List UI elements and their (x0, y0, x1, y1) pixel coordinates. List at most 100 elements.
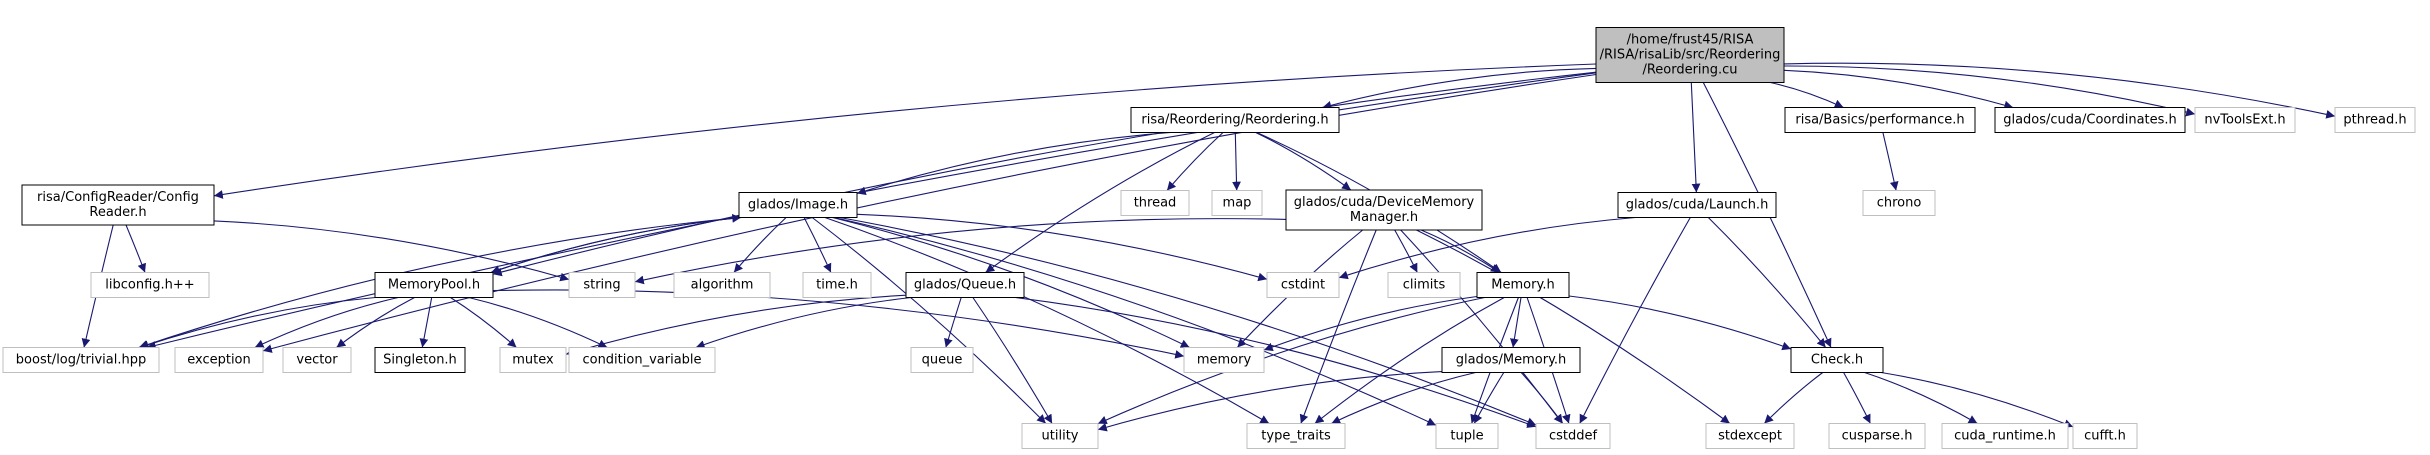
node-box (174, 347, 264, 373)
node-box (1120, 190, 1190, 216)
node-box (21, 184, 215, 226)
node-box (802, 272, 872, 298)
edge-image_h-to-time_h (803, 217, 832, 273)
edge-check_h-to-cufft_h (1881, 371, 2074, 428)
node-chrono: chrono (1862, 190, 1936, 216)
edge-devicememorymanager_h-to-string (634, 218, 1287, 285)
edge-reordering_cu-to-exception (262, 73, 1597, 353)
node-memory-h[interactable]: Memory.h (1476, 272, 1570, 298)
node-box (2072, 423, 2138, 449)
node-label: /Reordering.cu (1642, 63, 1737, 78)
node-stdexcept: stdexcept (1705, 423, 1795, 449)
node-label: map (1223, 196, 1252, 211)
edge-glados_memory_h-to-utility (1097, 371, 1443, 432)
node-glados-memory-h[interactable]: glados/Memory.h (1441, 347, 1581, 373)
node-map: map (1211, 190, 1263, 216)
node-label: /RISA/risaLib/src/Reordering (1600, 48, 1781, 63)
node-label: string (583, 278, 620, 293)
edge-memory_h-to-type_traits (1314, 297, 1505, 424)
edge-glados_memory_h-to-tuple (1473, 372, 1505, 424)
node-launch-h[interactable]: glados/cuda/Launch.h (1617, 192, 1777, 218)
edge-memory_h-to-memory (1263, 295, 1478, 352)
node-time-h: time.h (802, 272, 872, 298)
node-box (1595, 27, 1785, 83)
node-box (1211, 190, 1263, 216)
edge-reordering_cu-to-performance_h (1770, 81, 1844, 108)
node-thread: thread (1120, 190, 1190, 216)
edge-image_h-to-memory (832, 216, 1190, 348)
node-label: glados/cuda/Launch.h (1626, 198, 1769, 213)
node-box (905, 272, 1025, 298)
node-cuda-runtime-h: cuda_runtime.h (1941, 423, 2069, 449)
node-coordinates-h[interactable]: glados/cuda/Coordinates.h (1994, 107, 2186, 133)
node-box (1535, 423, 1611, 449)
node-configreader-h[interactable]: risa/ConfigReader/ConfigReader.h (21, 184, 215, 226)
edge-memorypool_h-to-mutex (450, 297, 517, 348)
node-box (374, 272, 494, 298)
node-reordering-h[interactable]: risa/Reordering/Reordering.h (1130, 107, 1340, 133)
node-label: cstddef (1549, 429, 1598, 444)
edge-reordering_h-to-map (1232, 132, 1241, 191)
node-label: risa/Basics/performance.h (1795, 113, 1964, 128)
node-label: glados/Image.h (748, 198, 848, 213)
nodes-layer: /home/frust45/RISA/RISA/risaLib/src/Reor… (2, 27, 2416, 449)
node-box (1705, 423, 1795, 449)
node-algorithm: algorithm (673, 272, 771, 298)
node-label: Reader.h (89, 205, 146, 220)
node-vector: vector (282, 347, 352, 373)
node-mutex: mutex (499, 347, 567, 373)
node-box (1476, 272, 1570, 298)
edge-reordering_h-to-thread (1166, 132, 1224, 191)
edge-reordering_h-to-queue_h (985, 132, 1215, 273)
node-nvtoolsext-h: nvToolsExt.h (2194, 107, 2296, 133)
node-label: Check.h (1811, 353, 1863, 368)
node-performance-h[interactable]: risa/Basics/performance.h (1784, 107, 1976, 133)
edge-reordering_cu-to-reordering_h (1322, 67, 1597, 110)
node-check-h[interactable]: Check.h (1790, 347, 1884, 373)
node-memorypool-h[interactable]: MemoryPool.h (374, 272, 494, 298)
node-label: nvToolsExt.h (2204, 113, 2285, 128)
node-label: time.h (816, 278, 858, 293)
node-tuple: tuple (1435, 423, 1499, 449)
node-label: stdexcept (1718, 429, 1782, 444)
node-box (1266, 272, 1340, 298)
node-label: climits (1403, 278, 1446, 293)
node-type-traits: type_traits (1246, 423, 1346, 449)
node-label: boost/log/trivial.hpp (16, 353, 146, 368)
node-box (1617, 192, 1777, 218)
edge-queue_h-to-utility (972, 297, 1053, 424)
node-reordering-cu[interactable]: /home/frust45/RISA/RISA/risaLib/src/Reor… (1595, 27, 1785, 83)
node-singleton-h[interactable]: Singleton.h (374, 347, 466, 373)
node-cstdint: cstdint (1266, 272, 1340, 298)
node-box (1784, 107, 1976, 133)
edge-devicememorymanager_h-to-climits (1394, 229, 1418, 273)
node-box (738, 192, 858, 218)
node-box (1246, 423, 1346, 449)
edge-memorypool_h-to-condition_variable (468, 296, 608, 348)
node-label: cuda_runtime.h (1954, 429, 2056, 444)
node-condition-variable: condition_variable (568, 347, 716, 373)
node-queue: queue (910, 347, 974, 373)
node-label: Manager.h (1350, 210, 1418, 225)
node-cstddef: cstddef (1535, 423, 1611, 449)
node-box (568, 272, 636, 298)
node-pthread-h: pthread.h (2334, 107, 2416, 133)
node-utility: utility (1021, 423, 1099, 449)
edge-performance_h-to-chrono (1882, 132, 1899, 191)
edge-reordering_h-to-image_h (856, 131, 1171, 196)
node-queue-h[interactable]: glados/Queue.h (905, 272, 1025, 298)
node-box (1994, 107, 2186, 133)
node-image-h[interactable]: glados/Image.h (738, 192, 858, 218)
edge-memorypool_h-to-vector (336, 297, 415, 348)
edge-reordering_cu-to-launch_h (1690, 82, 1701, 193)
edge-devicememorymanager_h-to-stdexcept (1416, 229, 1731, 424)
edge-check_h-to-cusparse_h (1843, 372, 1871, 424)
edge-memory_h-to-check_h (1568, 295, 1792, 351)
edge-configreader_h-to-string (213, 220, 570, 282)
node-label: Singleton.h (383, 353, 457, 368)
node-label: glados/Queue.h (914, 278, 1016, 293)
node-box (282, 347, 352, 373)
edge-memorypool_h-to-exception (254, 296, 399, 348)
